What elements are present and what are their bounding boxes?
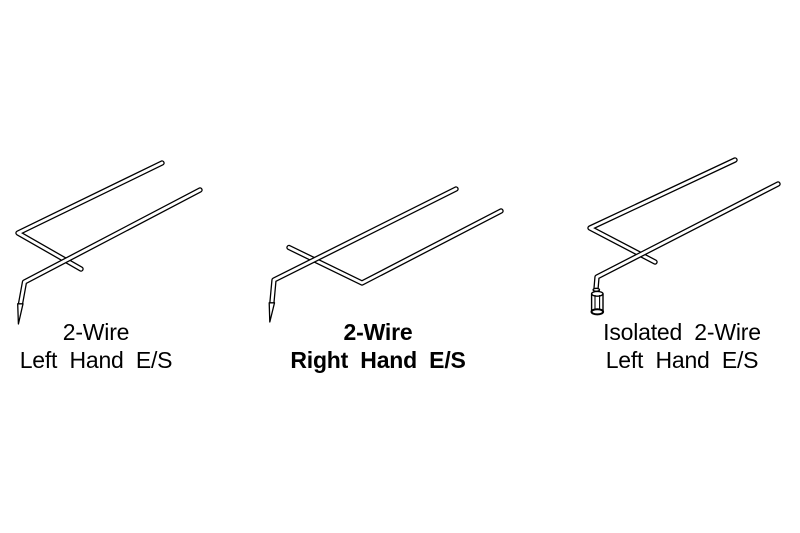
isolated-2-wire-left-hand-hook-drawing-icon [587,157,781,316]
insulator-top-cap [590,290,604,297]
figure-caption: 2-Wire Right Hand E/S [280,318,476,374]
back-wire [15,160,165,272]
2-wire-right-hand-hook-drawing-icon [268,186,504,323]
insulator [590,287,605,316]
2-wire-left-hand-hook-drawing-icon [15,160,203,325]
figure-caption: 2-Wire Left Hand E/S [0,318,194,374]
caption-line-2: Left Hand E/S [19,347,173,373]
stake-point [268,302,276,323]
caption-line-2: Left Hand E/S [605,347,759,373]
insulator-bottom-cap [590,308,605,316]
front-wire [593,181,781,292]
caption-line-1: 2-Wire [62,319,130,345]
front-wire [269,186,459,307]
caption-line-2: Right Hand E/S [290,347,466,373]
stake-point [17,303,24,325]
figure-caption: Isolated 2-Wire Left Hand E/S [580,318,784,374]
caption-line-1: Isolated 2-Wire [603,319,761,345]
caption-line-1: 2-Wire [343,319,413,345]
front-wire [17,187,203,308]
back-wire [587,157,738,265]
insulator-body-sides [590,293,604,312]
